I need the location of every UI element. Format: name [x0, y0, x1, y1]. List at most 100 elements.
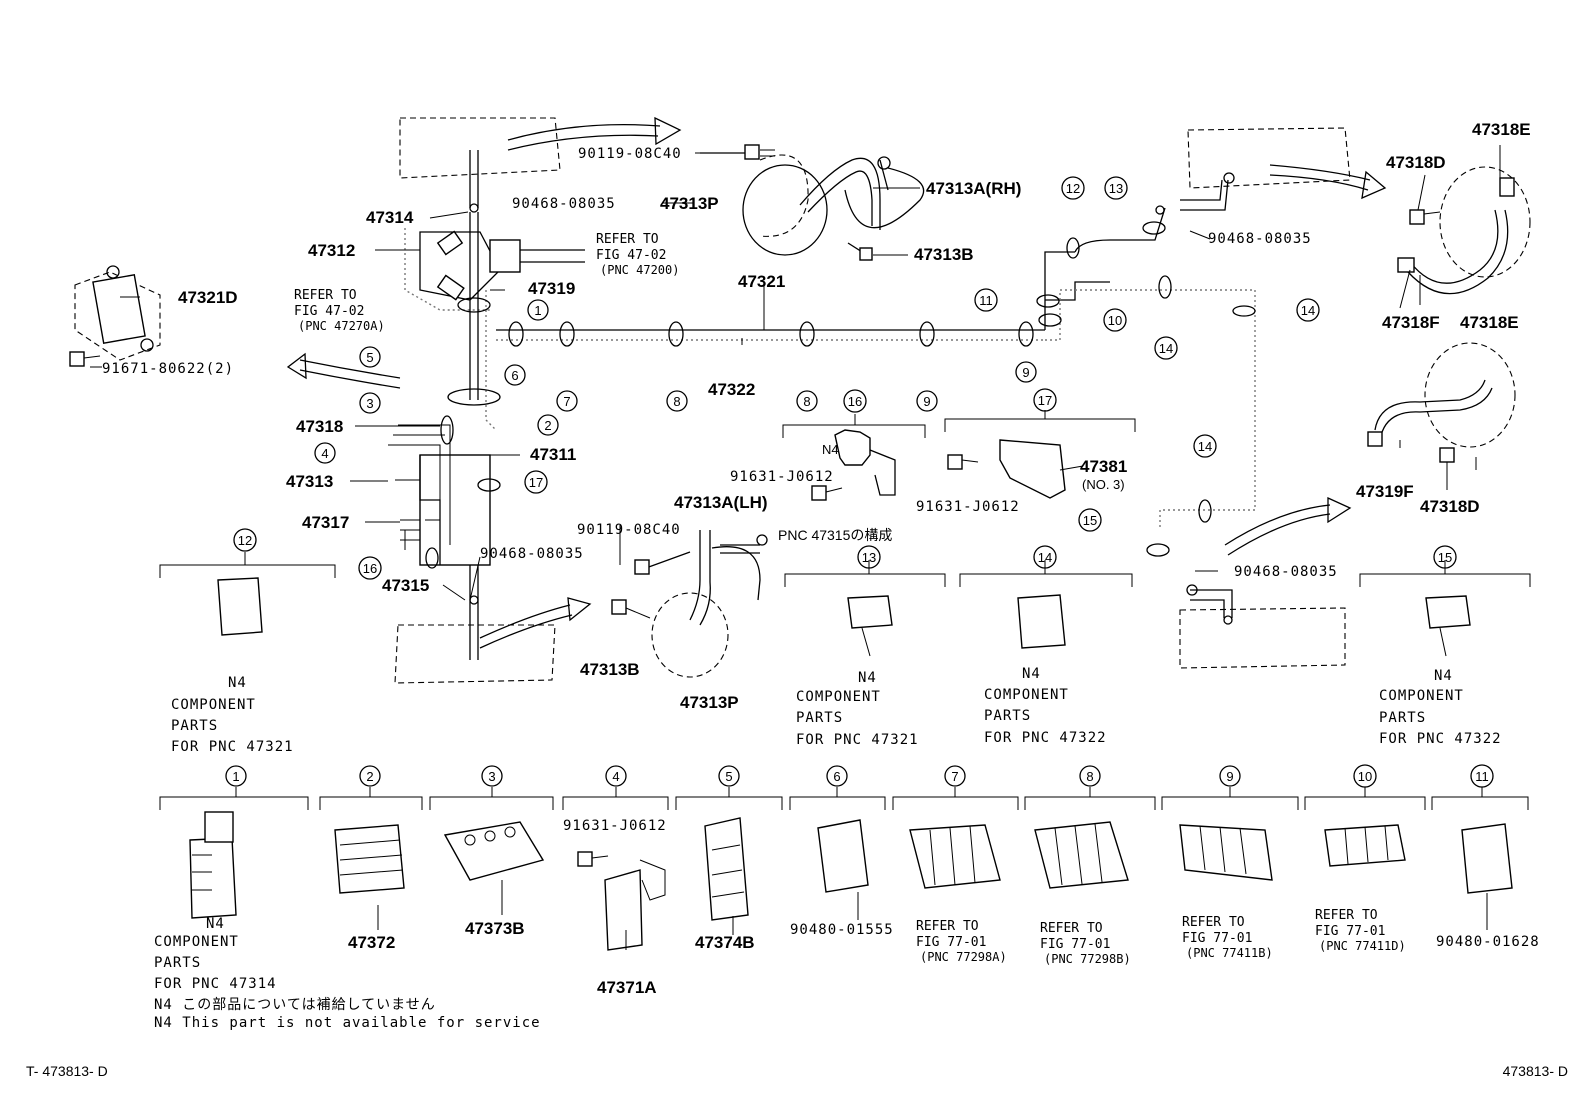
- svg-text:15: 15: [1083, 513, 1097, 528]
- svg-text:15: 15: [1438, 550, 1452, 565]
- label-47318F: 47318F: [1382, 313, 1440, 332]
- svg-text:4: 4: [612, 769, 619, 784]
- callout-16: 16: [358, 556, 382, 580]
- ref-fig47-02-b-line1: REFER TO: [294, 288, 357, 303]
- label-47371A: 47371A: [597, 978, 657, 997]
- label-47313A-rh: 47313A(RH): [926, 179, 1021, 198]
- label-47318E-mid: 47318E: [1460, 313, 1519, 332]
- ref-9-line2: FIG 77-01: [1182, 931, 1252, 946]
- callout-11-detail: 11: [1470, 764, 1494, 788]
- note-14-line4: FOR PNC 47322: [984, 730, 1107, 746]
- ref-10-line1: REFER TO: [1315, 908, 1378, 923]
- callout-1: 1: [527, 299, 549, 321]
- label-90480-01555: 90480-01555: [790, 922, 894, 938]
- svg-text:9: 9: [1022, 365, 1029, 380]
- ref-7-line3: (PNC 77298A): [920, 950, 1007, 964]
- note-15-line2: COMPONENT: [1379, 688, 1464, 704]
- note-15-line4: FOR PNC 47322: [1379, 731, 1502, 747]
- callout-5: 5: [359, 346, 381, 368]
- callout-14-b: 14: [1296, 298, 1320, 322]
- label-47322: 47322: [708, 380, 755, 399]
- svg-text:12: 12: [238, 533, 252, 548]
- callout-14-c: 14: [1193, 434, 1217, 458]
- callout-9-b: 9: [1015, 361, 1037, 383]
- callout-13-detail: 13: [857, 545, 881, 569]
- label-90468-c: 90468-08035: [1208, 231, 1312, 247]
- note-12-line4: FOR PNC 47321: [171, 739, 294, 755]
- ref-8-line2: FIG 77-01: [1040, 937, 1110, 952]
- label-91671: 91671-80622(2): [102, 361, 234, 377]
- callout-12: 12: [1061, 176, 1085, 200]
- note-13-line4: FOR PNC 47321: [796, 732, 919, 748]
- callout-17-detail: 17: [1033, 388, 1057, 412]
- svg-text:9: 9: [923, 394, 930, 409]
- callout-3-detail: 3: [481, 765, 503, 787]
- label-47313A-lh: 47313A(LH): [674, 493, 768, 512]
- line-art: [69, 116, 1531, 951]
- svg-text:10: 10: [1358, 769, 1372, 784]
- note-1-line2: COMPONENT: [154, 934, 239, 950]
- callouts: 1 1 2 2 3 3 4 4 5 5 6 6 7 7 8 8 8 9 9 9 …: [225, 176, 1494, 788]
- label-47373B: 47373B: [465, 919, 525, 938]
- callout-2-detail: 2: [359, 765, 381, 787]
- label-47317: 47317: [302, 513, 349, 532]
- note-15-line3: PARTS: [1379, 710, 1426, 726]
- svg-text:7: 7: [563, 394, 570, 409]
- label-47313: 47313: [286, 472, 333, 491]
- svg-text:10: 10: [1108, 313, 1122, 328]
- label-47313P-top: 47313P: [660, 194, 719, 213]
- callout-14-detail: 14: [1033, 545, 1057, 569]
- label-47381: 47381: [1080, 457, 1127, 476]
- label-47313P-bot: 47313P: [680, 693, 739, 712]
- label-pnc-note: PNC 47315の構成: [778, 527, 892, 543]
- svg-text:1: 1: [534, 303, 541, 318]
- ref-fig47-02-b-line3: (PNC 47270A): [298, 319, 385, 333]
- callout-3: 3: [359, 392, 381, 414]
- label-90119-mid: 90119-08C40: [577, 522, 681, 538]
- label-47313B-top: 47313B: [914, 245, 974, 264]
- label-47321: 47321: [738, 272, 785, 291]
- ref-fig47-02-b-line2: FIG 47-02: [294, 304, 364, 319]
- callout-7: 7: [556, 390, 578, 412]
- label-47311: 47311: [530, 445, 576, 464]
- svg-text:14: 14: [1198, 439, 1212, 454]
- footer: T- 473813- D 473813- D: [26, 1063, 1568, 1079]
- svg-text:11: 11: [1475, 769, 1489, 784]
- svg-text:8: 8: [803, 394, 810, 409]
- label-47319: 47319: [528, 279, 575, 298]
- refer-to-notes: REFER TO FIG 47-02 (PNC 47200) REFER TO …: [294, 232, 1406, 966]
- ref-10-line3: (PNC 77411D): [1319, 939, 1406, 953]
- ref-7-line2: FIG 77-01: [916, 935, 986, 950]
- callout-10-detail: 10: [1353, 764, 1377, 788]
- callout-8-b: 8: [796, 390, 818, 412]
- label-n4-16: N4: [822, 442, 839, 457]
- svg-text:3: 3: [488, 769, 495, 784]
- label-91631-bot: 91631-J0612: [563, 818, 667, 834]
- callout-8-detail: 8: [1079, 765, 1101, 787]
- label-47318D-bot: 47318D: [1420, 497, 1480, 516]
- ref-fig47-02-a-line2: FIG 47-02: [596, 248, 666, 263]
- callout-15: 15: [1078, 508, 1102, 532]
- label-47321D: 47321D: [178, 288, 238, 307]
- label-47312: 47312: [308, 241, 355, 260]
- callout-1-detail: 1: [225, 765, 247, 787]
- callout-17: 17: [524, 470, 548, 494]
- component-notes: N4 COMPONENT PARTS FOR PNC 47321 N4 COMP…: [154, 666, 1502, 1031]
- svg-text:13: 13: [862, 550, 876, 565]
- callout-8: 8: [666, 390, 688, 412]
- callout-4: 4: [314, 442, 336, 464]
- note-12-line3: PARTS: [171, 718, 218, 734]
- note-13-line2: COMPONENT: [796, 689, 881, 705]
- note-15-line1: N4: [1434, 668, 1453, 684]
- label-90480-01628: 90480-01628: [1436, 934, 1540, 950]
- label-47318D-top: 47318D: [1386, 153, 1446, 172]
- note-1-line3: PARTS: [154, 955, 201, 971]
- svg-text:6: 6: [511, 368, 518, 383]
- callout-5-detail: 5: [718, 765, 740, 787]
- callout-11: 11: [974, 288, 998, 312]
- svg-text:16: 16: [848, 394, 862, 409]
- svg-text:14: 14: [1301, 303, 1315, 318]
- footer-figure-id-right: 473813- D: [1503, 1063, 1568, 1079]
- label-47381-no: (NO. 3): [1082, 477, 1125, 492]
- label-47318E-top: 47318E: [1472, 120, 1531, 139]
